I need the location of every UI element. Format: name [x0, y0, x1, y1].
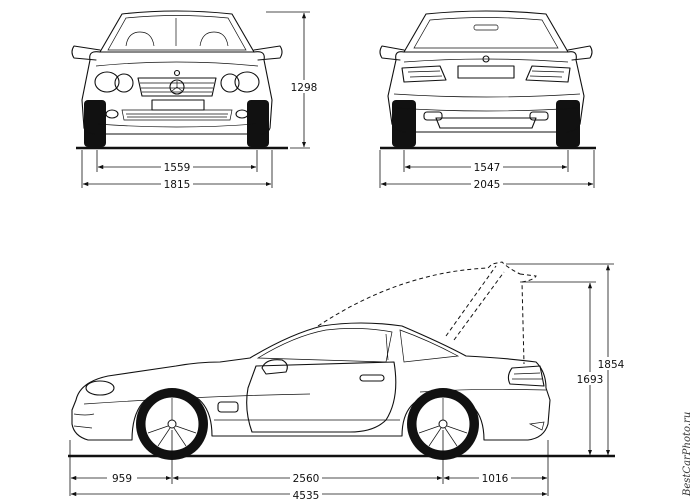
rear-dimensions: 1547 2045	[379, 150, 595, 191]
watermark-text: BestCarPhoto.ru	[682, 412, 693, 497]
rear-left-tire	[392, 100, 416, 147]
rear-view: 1547 2045	[379, 10, 596, 191]
front-overhang-label: 959	[112, 473, 132, 485]
side-dimensions: 959 2560 1016 4535 1854 1693	[69, 263, 626, 500]
height-label: 1693	[577, 374, 604, 386]
side-headlight	[85, 380, 115, 396]
side-vent	[217, 401, 239, 413]
front-dimensions: 1559 1815 1298	[81, 11, 319, 191]
side-car-body	[71, 261, 551, 460]
front-width-label: 1815	[164, 179, 191, 191]
wheelbase-label: 2560	[293, 473, 320, 485]
side-view: 959 2560 1016 4535 1854 1693	[68, 261, 626, 500]
rear-width-label: 2045	[474, 179, 501, 191]
door-handle	[359, 374, 385, 382]
front-car-body	[71, 10, 283, 147]
open-roof-outline	[317, 261, 521, 327]
side-taillight	[507, 365, 545, 387]
height-roof-open-label: 1854	[598, 359, 625, 371]
rear-wheel	[407, 388, 479, 460]
rear-overhang-label: 1016	[482, 473, 509, 485]
side-door	[246, 361, 397, 433]
rear-car-body	[379, 10, 593, 147]
front-right-tire	[247, 100, 269, 147]
length-label: 4535	[293, 490, 320, 500]
front-wheel	[136, 388, 208, 460]
front-track-label: 1559	[164, 162, 191, 174]
rear-right-tire	[556, 100, 580, 147]
rear-track-label: 1547	[474, 162, 501, 174]
front-view: 1559 1815 1298	[71, 10, 319, 191]
front-left-tire	[84, 100, 106, 147]
front-height-label: 1298	[291, 82, 318, 94]
